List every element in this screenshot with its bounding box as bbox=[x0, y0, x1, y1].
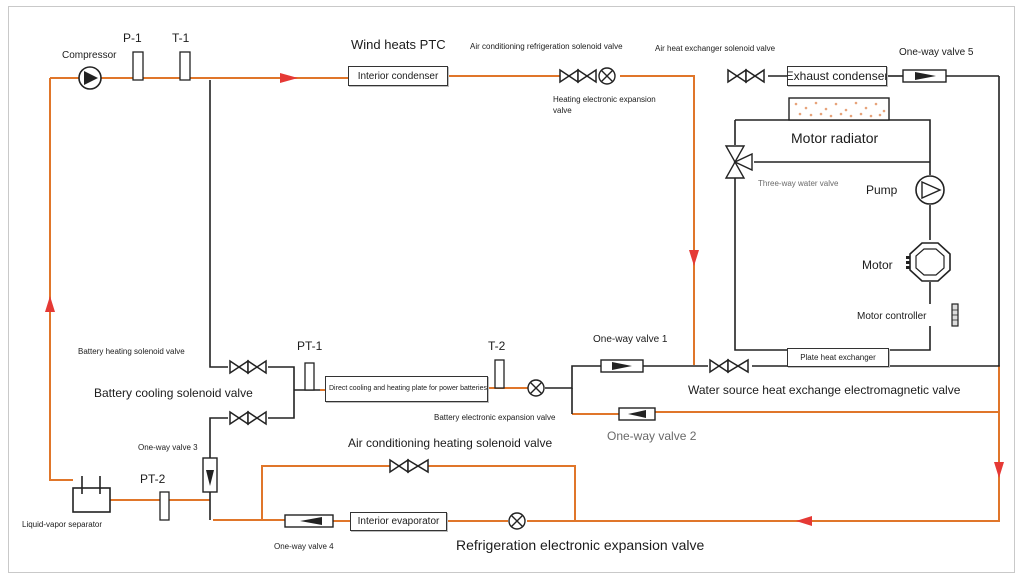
flow-arrows bbox=[45, 73, 1004, 526]
exhaust-condenser: Exhaust condenser bbox=[787, 66, 887, 86]
heating-eev-label: Heating electronic expansion valve bbox=[553, 95, 656, 115]
battery-eev-label: Battery electronic expansion valve bbox=[434, 413, 556, 422]
sensor-pt1-label: PT-1 bbox=[297, 339, 323, 353]
refrigerant-lines bbox=[49, 75, 1000, 522]
three-way-water-valve-label: Three-way water valve bbox=[758, 179, 839, 188]
sensor-pt1 bbox=[304, 362, 315, 391]
pump-label: Pump bbox=[866, 183, 898, 197]
plate-heat-exchanger: Plate heat exchanger bbox=[787, 348, 889, 367]
three-way-valve-symbol bbox=[724, 145, 753, 179]
refrigeration-eev-label: Refrigeration electronic expansion valve bbox=[456, 537, 705, 553]
sensor-pt2-label: PT-2 bbox=[140, 472, 166, 486]
ac-refrigeration-solenoid-label: Air conditioning refrigeration solenoid … bbox=[470, 42, 623, 51]
motor-label: Motor bbox=[862, 258, 893, 272]
separator-symbol bbox=[72, 476, 111, 513]
one-way-valve-3-label: One-way valve 3 bbox=[138, 443, 198, 452]
wind-heats-ptc-label: Wind heats PTC bbox=[351, 37, 446, 52]
one-way-valve-1-label: One-way valve 1 bbox=[593, 334, 668, 345]
compressor-label: Compressor bbox=[62, 50, 117, 61]
sensor-t2-label: T-2 bbox=[488, 339, 506, 353]
coolant-lines bbox=[209, 75, 1000, 520]
interior-condenser: Interior condenser bbox=[348, 66, 448, 86]
ac-heating-solenoid-label: Air conditioning heating solenoid valve bbox=[348, 436, 553, 450]
battery-cooling-solenoid-label: Battery cooling solenoid valve bbox=[94, 386, 253, 400]
air-hx-solenoid-label: Air heat exchanger solenoid valve bbox=[655, 44, 776, 53]
motor-controller-label: Motor controller bbox=[857, 311, 927, 322]
solenoid-valve-symbols bbox=[229, 68, 765, 474]
motor-controller-symbol bbox=[951, 303, 959, 327]
battery-heating-solenoid-label: Battery heating solenoid valve bbox=[78, 347, 185, 356]
sensor-p1-label: P-1 bbox=[123, 31, 142, 45]
sensor-pt2 bbox=[159, 491, 170, 521]
battery-plate: Direct cooling and heating plate for pow… bbox=[325, 376, 488, 402]
one-way-valve-5-label: One-way valve 5 bbox=[899, 47, 974, 58]
one-way-valve-2-label: One-way valve 2 bbox=[607, 429, 697, 443]
sensor-t1 bbox=[179, 51, 191, 81]
interior-evaporator: Interior evaporator bbox=[350, 512, 447, 531]
expansion-valve-symbols bbox=[508, 67, 616, 530]
sensor-t1-label: T-1 bbox=[172, 31, 190, 45]
pump-symbol bbox=[915, 175, 945, 205]
motor-radiator-symbol bbox=[788, 97, 890, 121]
sensor-p1 bbox=[132, 51, 144, 81]
one-way-valve-4-label: One-way valve 4 bbox=[274, 542, 334, 551]
compressor-symbol bbox=[78, 66, 102, 90]
one-way-valve-symbols bbox=[202, 69, 947, 528]
water-source-hx-valve-label: Water source heat exchange electromagnet… bbox=[688, 383, 961, 397]
diagram-frame bbox=[8, 6, 1015, 573]
motor-radiator-label: Motor radiator bbox=[791, 130, 879, 146]
motor-symbol bbox=[906, 242, 951, 282]
sensor-t2 bbox=[494, 359, 505, 389]
liquid-vapor-separator-label: Liquid-vapor separator bbox=[22, 520, 103, 529]
